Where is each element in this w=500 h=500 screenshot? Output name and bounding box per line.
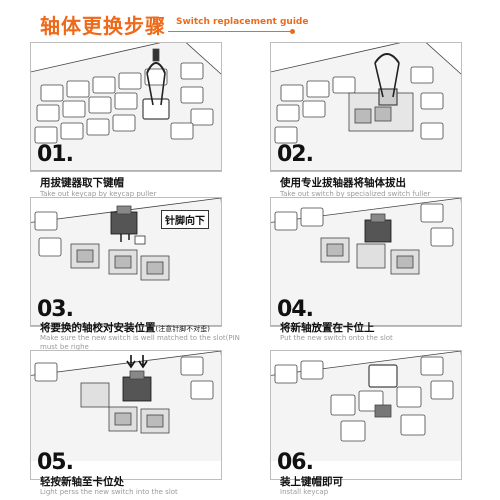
- step-4-number: 04.: [277, 297, 314, 322]
- subtitle-underline: [168, 31, 292, 32]
- subtitle-dot: [290, 29, 295, 34]
- guide-subtitle: Switch replacement guide: [176, 17, 309, 27]
- step-2-caption-zh: 使用专业拔轴器将轴体拔出: [280, 177, 406, 189]
- step-4-caption-zh: 将新轴放置在卡位上: [280, 322, 375, 334]
- keycap-install-illustration: [271, 351, 461, 461]
- step-3-caption-note: (注意针脚不对歪): [155, 325, 210, 333]
- step-5-caption-en: Light perss the new switch into the slot: [40, 488, 178, 496]
- pins-down-callout: 针脚向下: [161, 210, 209, 229]
- guide-title: 轴体更换步骤: [40, 14, 166, 38]
- step-3-number: 03.: [37, 297, 74, 322]
- step-6-caption-zh: 装上键帽即可: [280, 476, 343, 488]
- step-2-panel: 02.: [270, 42, 462, 172]
- step-5-panel: 05.: [30, 350, 222, 480]
- step-3-caption-zh: 将要换的轴校对安装位置(注意针脚不对歪): [40, 320, 210, 335]
- switch-press-illustration: [31, 351, 221, 461]
- step-6-caption-en: Install keycap: [280, 488, 329, 496]
- step-4-panel: 04.: [270, 197, 462, 327]
- step-1-number: 01.: [37, 142, 74, 167]
- step-3-caption-en: Make sure the new switch is well matched…: [40, 334, 240, 351]
- step-1-caption-en: Take out keycap by keycap puller: [40, 190, 157, 198]
- step-5-number: 05.: [37, 450, 74, 475]
- step-1-caption-zh: 用拔键器取下键帽: [40, 177, 124, 189]
- keycap-puller-illustration: [31, 43, 221, 171]
- step-3-panel: 针脚向下 03.: [30, 197, 222, 327]
- switch-puller-illustration: [271, 43, 461, 171]
- step-6-panel: 06.: [270, 350, 462, 480]
- step-1-panel: 01.: [30, 42, 222, 172]
- step-6-number: 06.: [277, 450, 314, 475]
- switch-alignment-illustration: [31, 198, 221, 326]
- step-3-caption-main: 将要换的轴校对安装位置: [40, 322, 156, 334]
- switch-placement-illustration: [271, 198, 461, 326]
- step-4-caption-en: Put the new switch onto the slot: [280, 334, 393, 342]
- step-2-number: 02.: [277, 142, 314, 167]
- step-5-caption-zh: 轻按新轴至卡位处: [40, 476, 124, 488]
- step-2-caption-en: Take out switch by specialized switch fu…: [280, 190, 431, 198]
